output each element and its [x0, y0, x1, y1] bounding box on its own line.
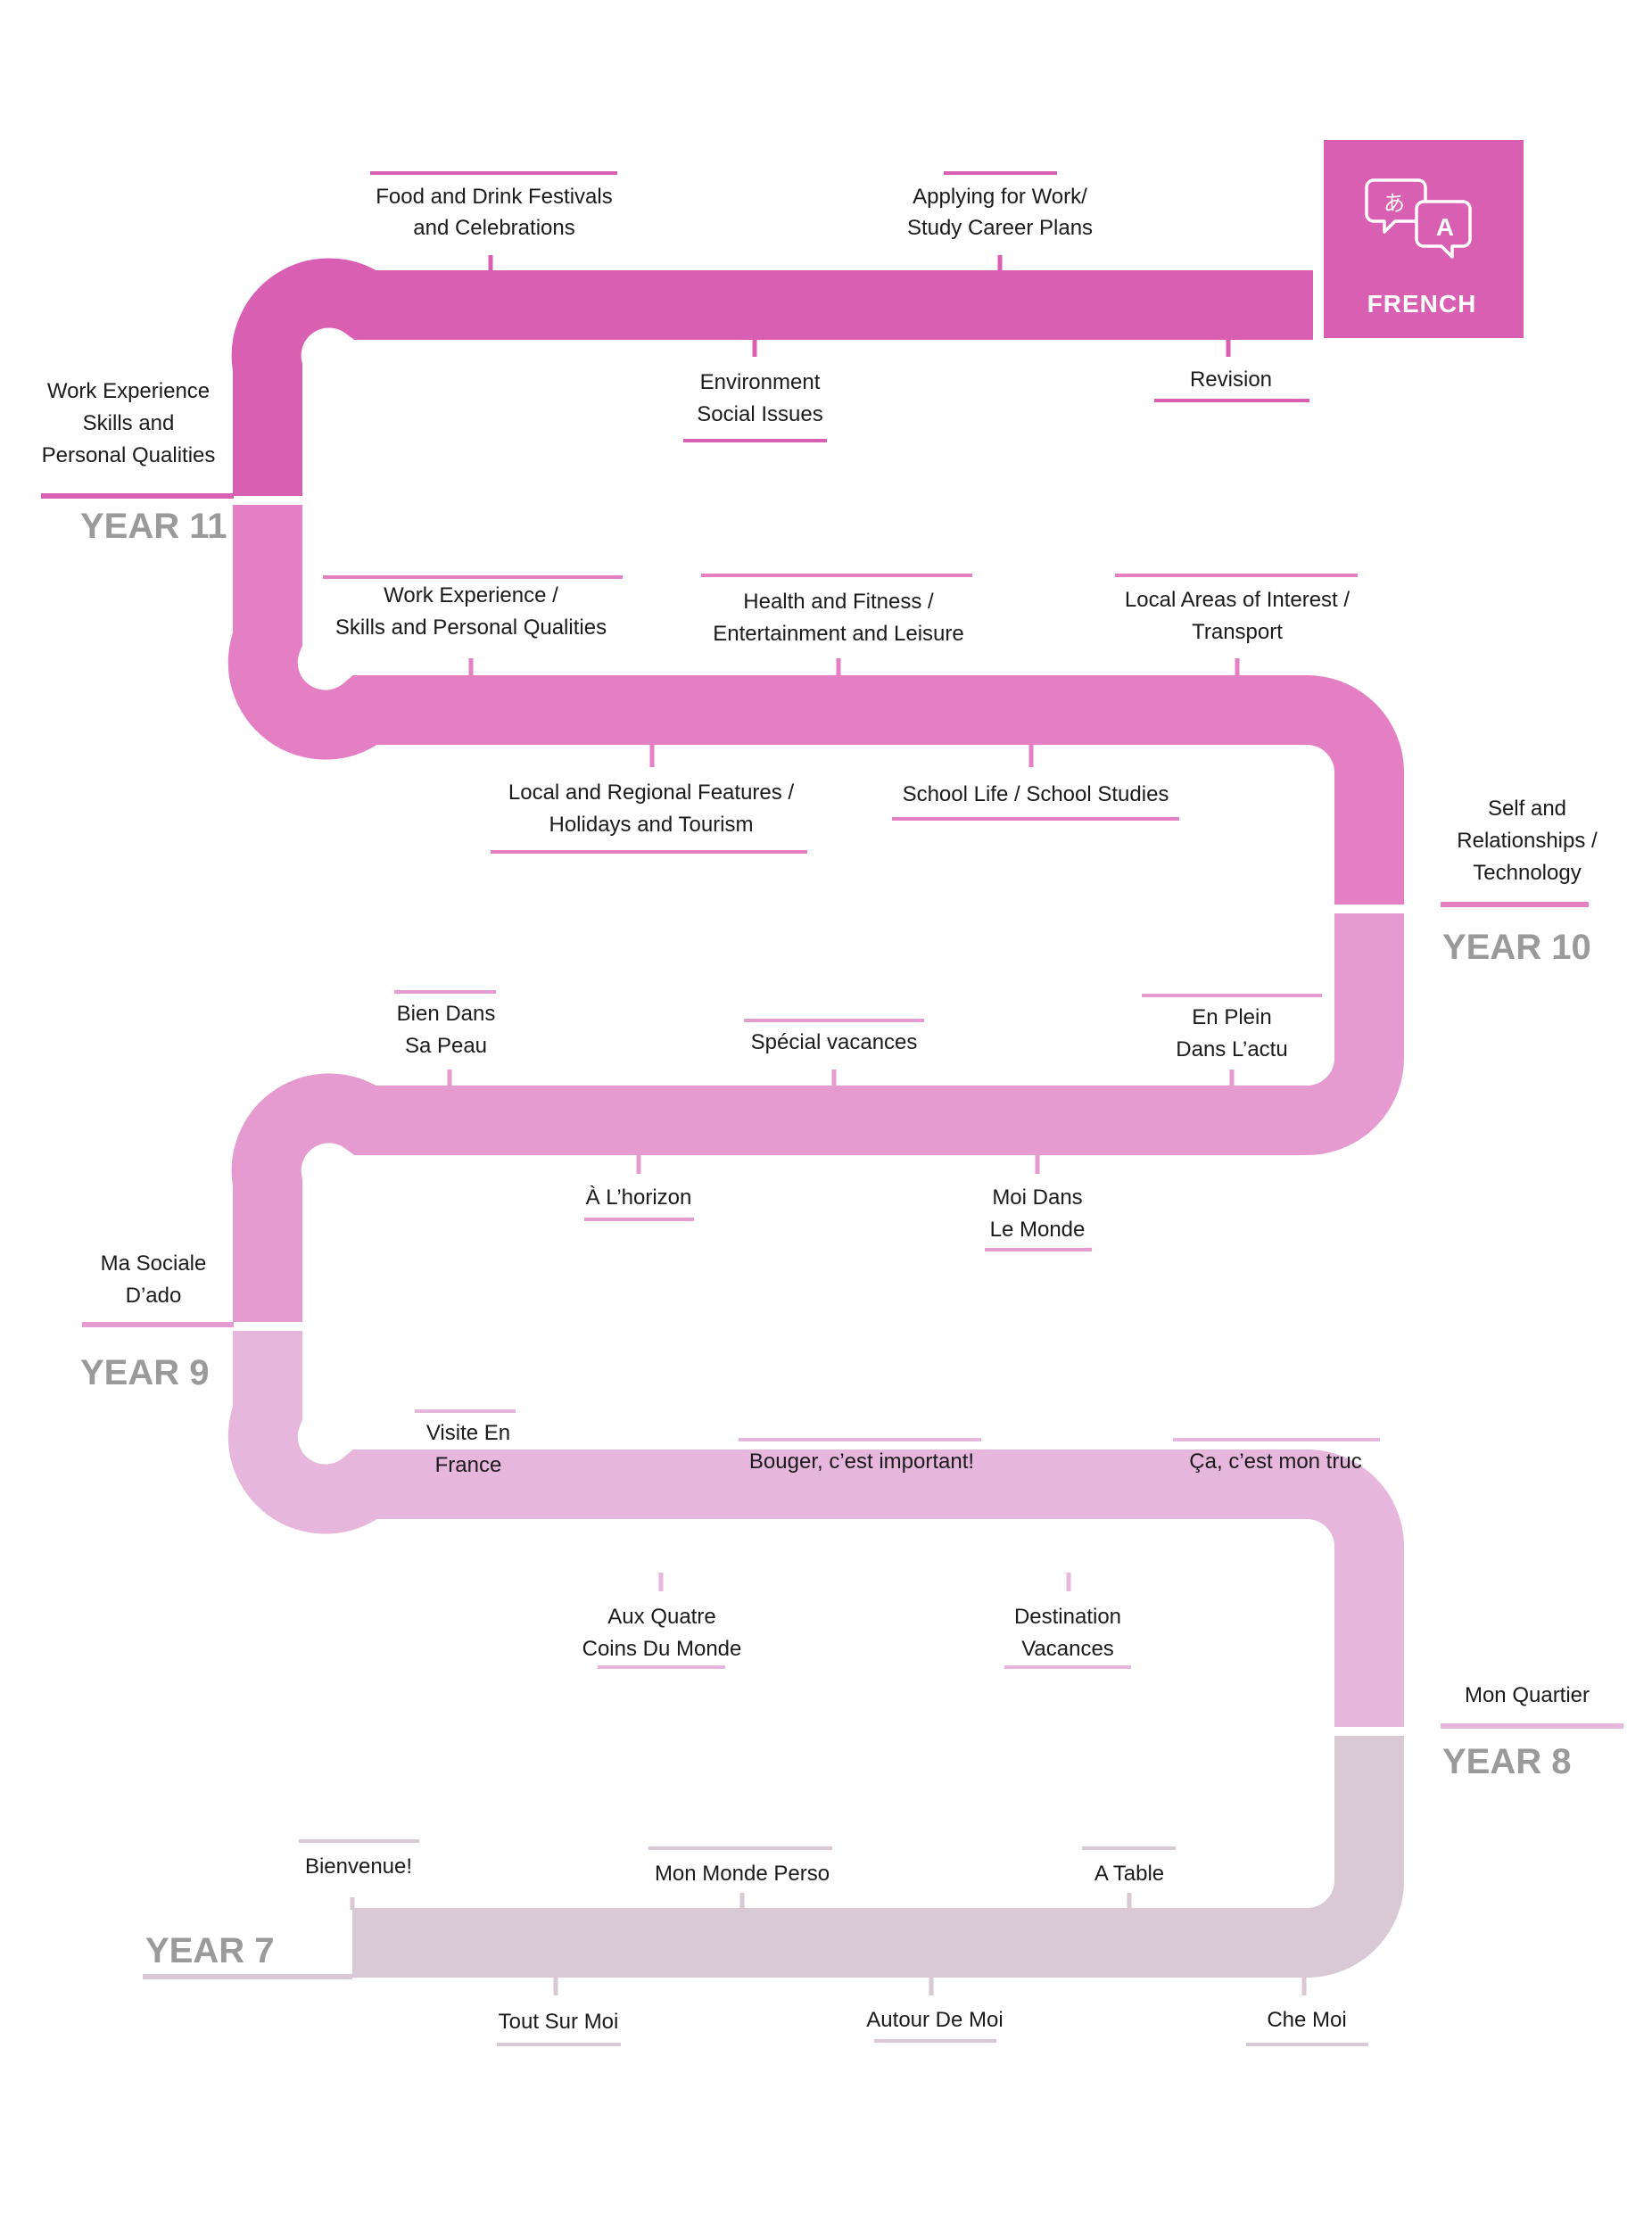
topic-milestone: Bouger, c’est important!: [739, 1438, 981, 1500]
topic-label: Mon Quartier: [1465, 1683, 1590, 1707]
year-label-9: YEAR 9: [80, 1353, 210, 1392]
year-label-8: YEAR 8: [1442, 1742, 1572, 1781]
topic-label: Bienvenue!: [305, 1854, 412, 1879]
road-year8: [227, 1331, 1404, 1727]
topic-milestone: Mon Monde Perso: [648, 1846, 832, 1910]
topic-label: Mon Monde Perso: [655, 1862, 830, 1886]
topic-label: Revision: [1190, 368, 1272, 392]
topic-label: Bouger, c’est important!: [749, 1450, 974, 1474]
road-year10: [227, 505, 1404, 904]
topic-milestone: Revision: [1154, 340, 1309, 402]
topic-milestone: Tout Sur Moi: [497, 1978, 621, 2046]
topic-milestone: Spécial vacances: [744, 1019, 924, 1086]
road-year9: [231, 913, 1404, 1322]
topic-label: Ça, c’est mon truc: [1189, 1450, 1361, 1474]
topic-label: Tout Sur Moi: [499, 2010, 619, 2034]
topic-milestone: Work Experience /Skills and Personal Qua…: [323, 575, 623, 675]
road-year11: [231, 258, 1313, 496]
topic-label: Health and Fitness /Entertainment and Le…: [713, 590, 964, 646]
subject-label: FRENCH: [1367, 290, 1477, 318]
topic-milestone: Local Areas of Interest /Transport: [1115, 574, 1358, 675]
topic-label: À L’horizon: [586, 1185, 692, 1210]
topic-milestone: School Life / School Studies: [892, 745, 1179, 821]
svg-text:あ: あ: [1384, 192, 1405, 216]
topic-milestone: Autour De Moi: [866, 1978, 1004, 2043]
topic-label: Local Areas of Interest /Transport: [1125, 588, 1350, 644]
subject-badge: A あ FRENCH: [1324, 140, 1524, 338]
road-path: [227, 258, 1404, 1978]
year-label-11: YEAR 11: [80, 507, 227, 546]
topic-milestone: Ça, c’est mon truc: [1173, 1438, 1380, 1500]
topic-milestone: Mon Quartier: [1465, 1683, 1590, 1707]
topic-milestone: Applying for Work/Study Career Plans: [907, 171, 1093, 270]
topic-milestone: Local and Regional Features /Holidays an…: [491, 745, 807, 854]
topic-label: Local and Regional Features /Holidays an…: [508, 780, 795, 837]
topic-milestone: À L’horizon: [584, 1155, 694, 1221]
year-label-7: YEAR 7: [145, 1931, 275, 1970]
road-year7: [352, 1736, 1404, 1978]
year-labels: YEAR 11 YEAR 10 YEAR 9 YEAR 8 YEAR 7: [80, 507, 1591, 1970]
topic-label: Work Experience /Skills and Personal Qua…: [335, 583, 607, 640]
svg-text:A: A: [1436, 213, 1454, 241]
topic-milestone: Che Moi: [1246, 1978, 1368, 2046]
translate-speech-bubbles-icon: A あ: [1365, 178, 1472, 259]
topic-label: Autour De Moi: [866, 2008, 1003, 2032]
topic-label: School Life / School Studies: [903, 782, 1169, 806]
year-rules: [41, 493, 1623, 1979]
topic-milestone: Bienvenue!: [299, 1839, 419, 1910]
topic-label: Spécial vacances: [751, 1030, 918, 1054]
topic-milestone: Health and Fitness /Entertainment and Le…: [701, 574, 972, 675]
topic-label: Applying for Work/Study Career Plans: [907, 185, 1093, 240]
topic-label: Che Moi: [1267, 2008, 1346, 2032]
topic-label: A Table: [1094, 1862, 1164, 1886]
topic-milestone: A Table: [1082, 1846, 1176, 1910]
year-label-10: YEAR 10: [1442, 928, 1591, 967]
